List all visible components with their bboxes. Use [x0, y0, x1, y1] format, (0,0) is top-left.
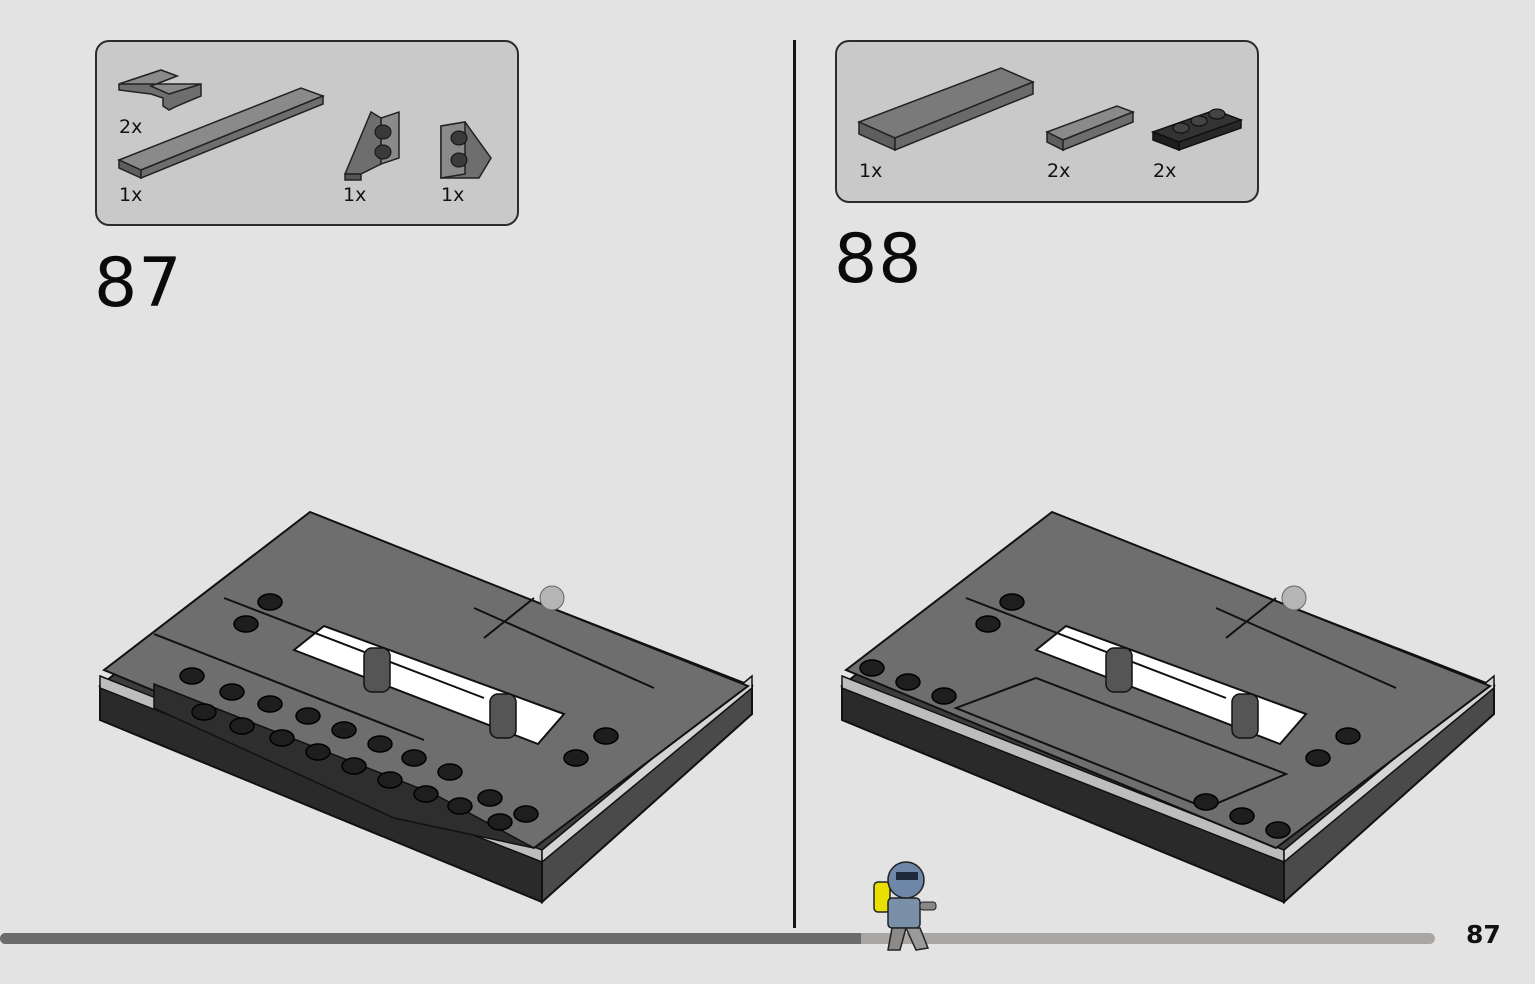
- wedge-plate-2x3-left-icon: [440, 121, 492, 179]
- tile-1x4-icon: [1045, 105, 1136, 152]
- plate-2x2-corner-icon: [118, 69, 202, 111]
- part-qty: 1x: [343, 184, 367, 206]
- model-illustration-step-87: [98, 510, 754, 905]
- plate-1x3-black-icon: [1151, 108, 1244, 152]
- part-qty: 1x: [119, 184, 143, 206]
- parts-callout-step-88: 1x 2x 2x: [835, 40, 1259, 203]
- part-qty: 1x: [441, 184, 465, 206]
- tile-1x8-icon: [117, 87, 326, 180]
- tile-2x6-icon: [857, 67, 1035, 152]
- progress-fill: [0, 933, 861, 944]
- step-number: 88: [834, 220, 923, 299]
- part-qty: 2x: [1047, 160, 1071, 182]
- step-number: 87: [94, 244, 183, 323]
- part-qty: 2x: [1153, 160, 1177, 182]
- part-qty: 2x: [119, 116, 143, 138]
- wedge-plate-2x3-right-icon: [343, 110, 400, 181]
- page-number: 87: [1466, 920, 1501, 949]
- page-divider: [793, 40, 796, 928]
- parts-callout-step-87: 2x 1x 1x 1x 1x: [95, 40, 519, 226]
- minifigure-progress-icon: [873, 861, 937, 951]
- part-qty: 1x: [859, 160, 883, 182]
- progress-bar: [0, 933, 1435, 944]
- model-illustration-step-88: [840, 510, 1496, 905]
